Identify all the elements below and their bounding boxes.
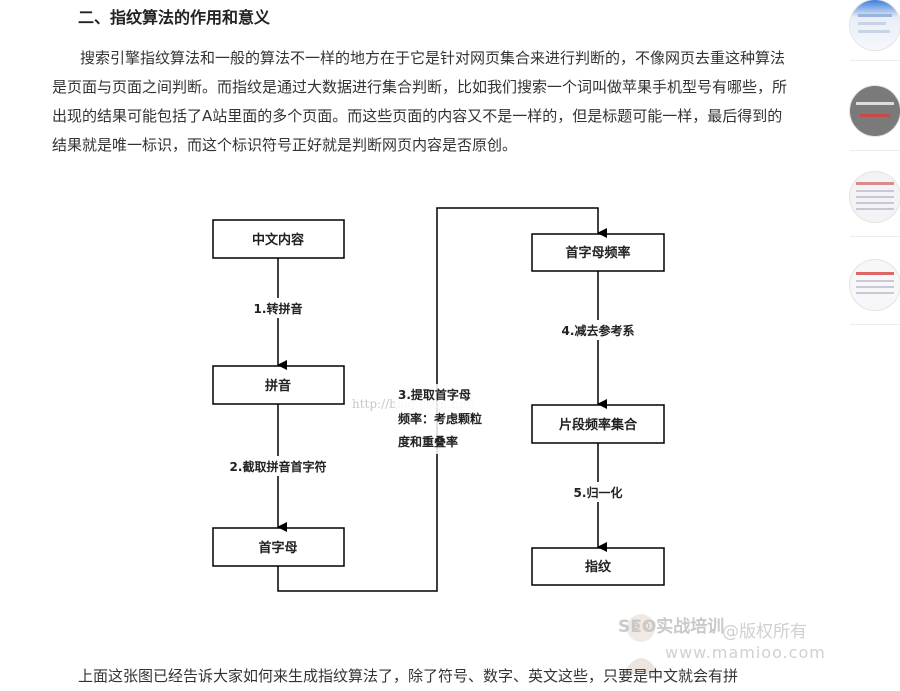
- related-thumbnail-3[interactable]: [850, 172, 900, 222]
- svg-text:片段频率集合: 片段频率集合: [559, 417, 638, 433]
- article-bottom-paragraph: 上面这张图已经告诉大家如何来生成指纹算法了，除了符号、数字、英文这些，只要是中文…: [78, 667, 739, 685]
- seo-logo-watermark: [623, 614, 659, 674]
- label-step4: 4.减去参考系: [562, 323, 635, 338]
- svg-text:指纹: 指纹: [585, 559, 612, 575]
- node-initials: 首字母: [212, 527, 345, 567]
- svg-text:首字母频率: 首字母频率: [565, 245, 630, 261]
- site-watermark: www.mamioo.com: [665, 643, 826, 662]
- label-step2: 2.截取拼音首字符: [230, 459, 327, 474]
- node-initial-freq: 首字母频率: [531, 233, 665, 272]
- article-paragraph: 搜索引擎指纹算法和一般的算法不一样的地方在于它是针对网页集合来进行判断的，不像网…: [52, 49, 788, 154]
- node-fingerprint: 指纹: [531, 547, 665, 586]
- node-segment-freq-set: 片段频率集合: [531, 404, 665, 444]
- node-chinese-content: 中文内容: [212, 219, 345, 259]
- related-articles-sidebar: [830, 0, 900, 681]
- related-thumbnail-4[interactable]: [850, 260, 900, 310]
- label-step1: 1.转拼音: [254, 301, 303, 316]
- node-pinyin: 拼音: [212, 365, 345, 405]
- label-step5: 5.归一化: [574, 485, 623, 500]
- svg-text:拼音: 拼音: [265, 378, 291, 394]
- related-thumbnail-1[interactable]: [850, 0, 900, 50]
- section-heading: 二、指纹算法的作用和意义: [78, 8, 271, 27]
- logo-text-watermark: SEO实战培训: [618, 617, 725, 637]
- article-body: 二、指纹算法的作用和意义 搜索引擎指纹算法和一般的算法不一样的地方在于它是针对网…: [52, 8, 826, 685]
- svg-text:中文内容: 中文内容: [252, 232, 304, 248]
- label-step3-line3: 度和重叠率: [398, 434, 458, 449]
- related-thumbnail-2[interactable]: [850, 86, 900, 136]
- label-step3-line2: 频率：考虑颗粒: [398, 411, 482, 426]
- label-step3-line1: 3.提取首字母: [398, 387, 471, 402]
- svg-text:首字母: 首字母: [258, 540, 297, 556]
- copyright-watermark: @版权所有: [722, 622, 807, 642]
- fingerprint-flowchart: 中文内容 拼音 首字母 首字母频率 片段频率集合 指纹: [212, 207, 665, 592]
